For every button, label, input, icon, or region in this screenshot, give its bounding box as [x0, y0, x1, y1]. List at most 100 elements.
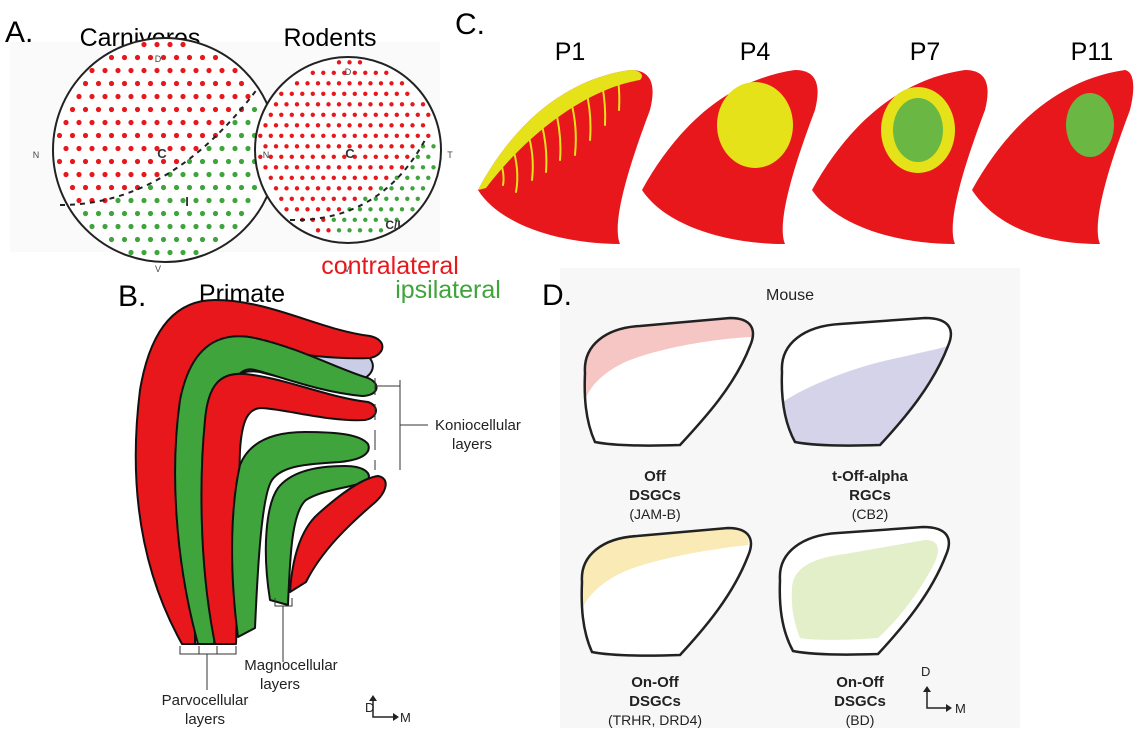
ipsilateral-rgc-dot [226, 133, 231, 138]
contralateral-rgc-dot [70, 107, 75, 112]
contralateral-rgc-dot [316, 207, 320, 211]
contralateral-rgc-dot [148, 55, 153, 60]
carnivore-label-d: D [155, 54, 162, 64]
contralateral-rgc-dot [89, 68, 94, 73]
contralateral-rgc-dot [148, 107, 153, 112]
contralateral-rgc-dot [279, 155, 283, 159]
legend: contralateral ipsilateral [321, 252, 501, 304]
koniocellular-bracket-1 [375, 378, 400, 395]
koniocellular-label-line1: Koniocellular [435, 417, 521, 434]
rodent-title: Rodents [283, 24, 376, 52]
contralateral-rgc-dot [279, 197, 283, 201]
dlgn-p1 [478, 70, 653, 244]
contralateral-rgc-dot [368, 102, 372, 106]
contralateral-rgc-dot [284, 186, 288, 190]
contralateral-rgc-dot [141, 68, 146, 73]
contralateral-rgc-dot [290, 113, 294, 117]
ipsilateral-rgc-dot [174, 185, 179, 190]
contralateral-rgc-dot [295, 123, 299, 127]
panel-d-axis-d: D [921, 664, 930, 679]
ipsilateral-rgc-dot [421, 165, 425, 169]
contralateral-rgc-dot [368, 144, 372, 148]
contralateral-rgc-dot [332, 113, 336, 117]
ipsilateral-rgc-dot [245, 172, 250, 177]
contralateral-rgc-dot [167, 42, 172, 47]
contralateral-rgc-dot [384, 155, 388, 159]
contralateral-rgc-dot [174, 81, 179, 86]
ipsilateral-rgc-dot [219, 224, 224, 229]
ipsilateral-rgc-dot [174, 237, 179, 242]
panel-b-axis-m: M [400, 710, 411, 725]
contralateral-rgc-dot [193, 68, 198, 73]
ipsilateral-rgc-dot [193, 250, 198, 255]
contralateral-rgc-dot [76, 120, 81, 125]
contralateral-rgc-dot [305, 165, 309, 169]
ipsilateral-rgc-dot [219, 198, 224, 203]
contralateral-rgc-dot [353, 134, 357, 138]
contralateral-rgc-dot [263, 123, 267, 127]
contralateral-rgc-dot [389, 123, 393, 127]
contralateral-rgc-dot [187, 133, 192, 138]
ipsilateral-rgc-dot [167, 224, 172, 229]
panel-d-letter: D. [542, 279, 572, 312]
contralateral-rgc-dot [316, 186, 320, 190]
contralateral-rgc-dot [342, 113, 346, 117]
contralateral-rgc-dot [174, 159, 179, 164]
ipsilateral-rgc-dot [239, 159, 244, 164]
ipsilateral-rgc-dot [213, 211, 218, 216]
contralateral-rgc-dot [416, 113, 420, 117]
contralateral-rgc-dot [213, 81, 218, 86]
ipsilateral-rgc-dot [193, 172, 198, 177]
ipsilateral-rgc-dot [395, 197, 399, 201]
contralateral-rgc-dot [389, 165, 393, 169]
contralateral-rgc-dot [279, 134, 283, 138]
contralateral-rgc-dot [200, 55, 205, 60]
contralateral-rgc-dot [148, 81, 153, 86]
contralateral-rgc-dot [167, 120, 172, 125]
contralateral-rgc-dot [358, 102, 362, 106]
panel-a-letter: A. [5, 16, 33, 49]
ipsilateral-rgc-dot [135, 211, 140, 216]
contralateral-rgc-dot [316, 165, 320, 169]
ipsilateral-rgc-dot [358, 228, 362, 232]
contralateral-rgc-dot [269, 176, 273, 180]
contralateral-rgc-dot [57, 133, 62, 138]
contralateral-rgc-dot [154, 42, 159, 47]
contralateral-rgc-dot [245, 94, 250, 99]
ipsilateral-rgc-dot [161, 237, 166, 242]
contralateral-rgc-dot [206, 94, 211, 99]
ipsilateral-rgc-dot [226, 211, 231, 216]
contralateral-rgc-dot [115, 120, 120, 125]
ipsilateral-rgc-dot [141, 224, 146, 229]
contralateral-rgc-dot [347, 123, 351, 127]
contralateral-rgc-dot [290, 197, 294, 201]
ipsilateral-rgc-dot [174, 211, 179, 216]
contralateral-rgc-dot [358, 81, 362, 85]
contralateral-rgc-dot [128, 120, 133, 125]
ipsilateral-rgc-dot [400, 186, 404, 190]
contralateral-rgc-dot [96, 107, 101, 112]
ipsilateral-rgc-dot [128, 250, 133, 255]
contralateral-rgc-dot [290, 155, 294, 159]
contralateral-rgc-dot [300, 113, 304, 117]
contralateral-rgc-dot [410, 123, 414, 127]
contralateral-rgc-dot [135, 55, 140, 60]
contralateral-rgc-dot [400, 123, 404, 127]
contralateral-rgc-dot [141, 120, 146, 125]
koniocellular-label-line2: layers [452, 436, 492, 453]
ipsilateral-rgc-dot [122, 237, 127, 242]
contralateral-rgc-dot [96, 159, 101, 164]
contralateral-rgc-dot [395, 113, 399, 117]
contralateral-rgc-dot [379, 102, 383, 106]
dlgn-p11-body [972, 70, 1133, 244]
ipsilateral-rgc-dot [148, 211, 153, 216]
contralateral-rgc-dot [161, 55, 166, 60]
contralateral-rgc-dot [316, 81, 320, 85]
contralateral-rgc-dot [389, 144, 393, 148]
ipsilateral-rgc-dot [358, 207, 362, 211]
ipsilateral-rgc-dot [200, 185, 205, 190]
contralateral-rgc-dot [374, 92, 378, 96]
contralateral-rgc-dot [326, 228, 330, 232]
contralateral-rgc-dot [326, 102, 330, 106]
